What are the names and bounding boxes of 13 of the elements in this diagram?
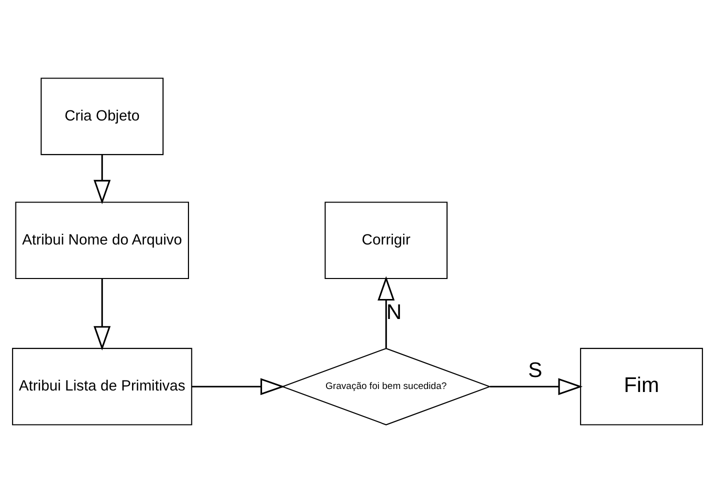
node-box: Corrigir — [324, 202, 448, 280]
node-diamond: Gravação foi bem sucedida? — [281, 348, 492, 426]
arrow — [94, 278, 111, 350]
node-box: Atribui Nome do Arquivo — [15, 202, 189, 280]
edge-label: S — [528, 359, 542, 382]
edge-label: N — [386, 300, 402, 324]
arrow — [94, 154, 111, 204]
arrow — [192, 378, 285, 396]
arrow — [490, 378, 583, 396]
node-box: Cria Objeto — [40, 78, 164, 156]
node-box: Atribui Lista de Primitivas — [12, 348, 192, 426]
node-box: Fim — [580, 348, 703, 426]
arrow — [378, 276, 395, 348]
